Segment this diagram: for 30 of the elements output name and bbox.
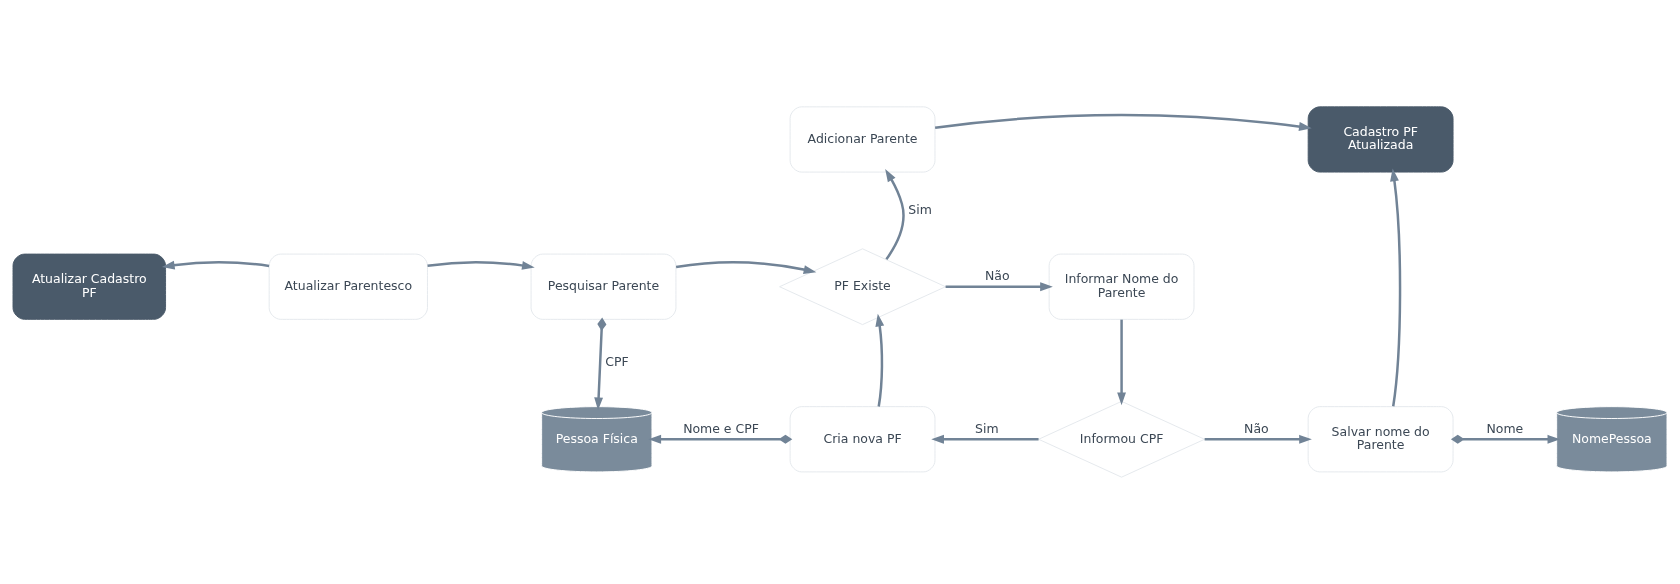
arrow [1117, 319, 1127, 406]
edge-label: Nome [1486, 420, 1524, 436]
edge-label: Não [1244, 420, 1269, 436]
node-box: Cadastro PF Atualizada [1307, 106, 1454, 173]
arrow [1450, 434, 1561, 444]
node-box: Pesquisar Parente [530, 253, 677, 320]
arrow [1204, 434, 1312, 444]
arrow [875, 313, 885, 407]
node-box: Atualizar Cadastro PF [12, 253, 167, 320]
node-box: Atualizar Parentesco [268, 253, 428, 320]
arrow [885, 169, 905, 261]
node-diamond: Informou CPF [1038, 400, 1206, 478]
arrow [675, 261, 817, 274]
arrow [1390, 168, 1402, 407]
arrow [648, 434, 793, 444]
arrow [161, 260, 270, 270]
node-box: Cria nova PF [789, 406, 936, 473]
arrow [427, 261, 535, 270]
node-box: Adicionar Parente [789, 106, 936, 173]
edge-label: CPF [605, 354, 629, 370]
arrow [935, 113, 1312, 131]
arrow [931, 434, 1039, 444]
node-box: Salvar nome do Parente [1307, 406, 1454, 473]
edge-label: Sim [908, 201, 932, 217]
edge-label: Não [985, 268, 1010, 284]
edge-label: Nome e CPF [683, 420, 759, 436]
edge-label: Sim [975, 420, 999, 436]
arrow [945, 282, 1053, 292]
node-box: Informar Nome do Parente [1048, 253, 1195, 320]
arrow [594, 317, 607, 411]
